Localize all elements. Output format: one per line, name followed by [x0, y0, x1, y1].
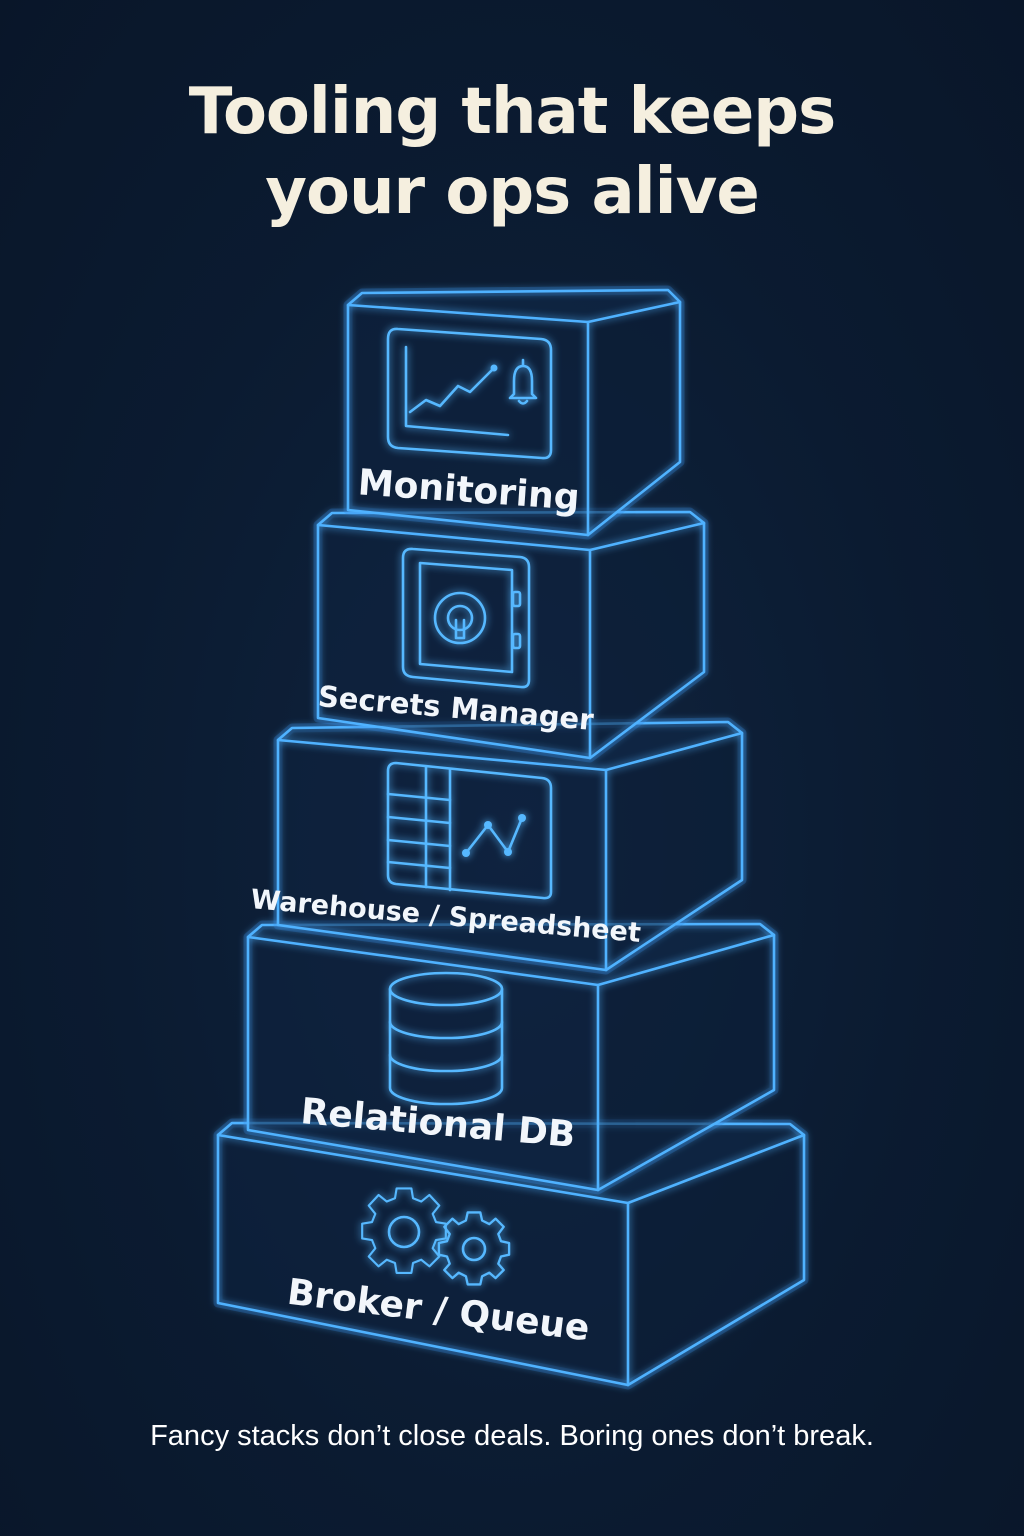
layer-broker-queue: Broker / Queue [213, 1118, 809, 1390]
page-title: Tooling that keeps your ops alive [0, 72, 1024, 232]
layer-warehouse-spreadsheet: Warehouse / Spreadsheet [249, 717, 747, 975]
database-cylinder-icon [388, 971, 504, 1106]
title-line-2: your ops alive [265, 155, 759, 229]
vault-safe-icon [401, 547, 531, 689]
chart-bell-monitor-icon [386, 327, 553, 460]
layer-secrets-manager: Secrets Manager [313, 507, 709, 763]
layer-monitoring: Monitoring [343, 285, 685, 540]
table-chart-icon [386, 761, 553, 900]
gears-icon [361, 1187, 511, 1286]
title-line-1: Tooling that keeps [188, 75, 836, 149]
tagline: Fancy stacks don’t close deals. Boring o… [150, 1420, 874, 1452]
box-monitoring [343, 285, 685, 540]
